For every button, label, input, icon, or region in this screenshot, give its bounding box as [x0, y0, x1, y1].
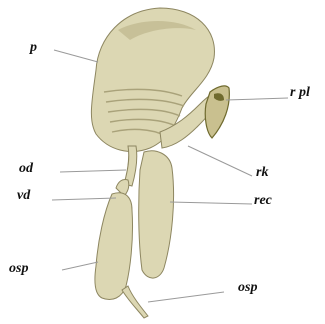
- label-od: od: [19, 162, 33, 176]
- label-rk: rk: [256, 166, 268, 180]
- leader-osp-left: [62, 262, 98, 270]
- label-osp-bottom: osp: [238, 281, 257, 295]
- label-p: p: [30, 41, 37, 55]
- osp-duct: [122, 286, 148, 318]
- leader-rec: [170, 202, 252, 204]
- leader-r-pl: [226, 98, 288, 100]
- rectum-rec: [139, 151, 174, 278]
- leader-osp-bottom: [148, 292, 224, 302]
- leader-od: [60, 170, 126, 172]
- label-rec: rec: [254, 194, 272, 208]
- osp-sac: [95, 193, 133, 300]
- leader-vd: [52, 198, 116, 200]
- leader-rk: [188, 146, 252, 176]
- label-vd: vd: [17, 189, 30, 203]
- label-r-pl: r pl: [290, 86, 310, 100]
- leader-p: [54, 50, 98, 62]
- label-osp-left: osp: [9, 262, 28, 276]
